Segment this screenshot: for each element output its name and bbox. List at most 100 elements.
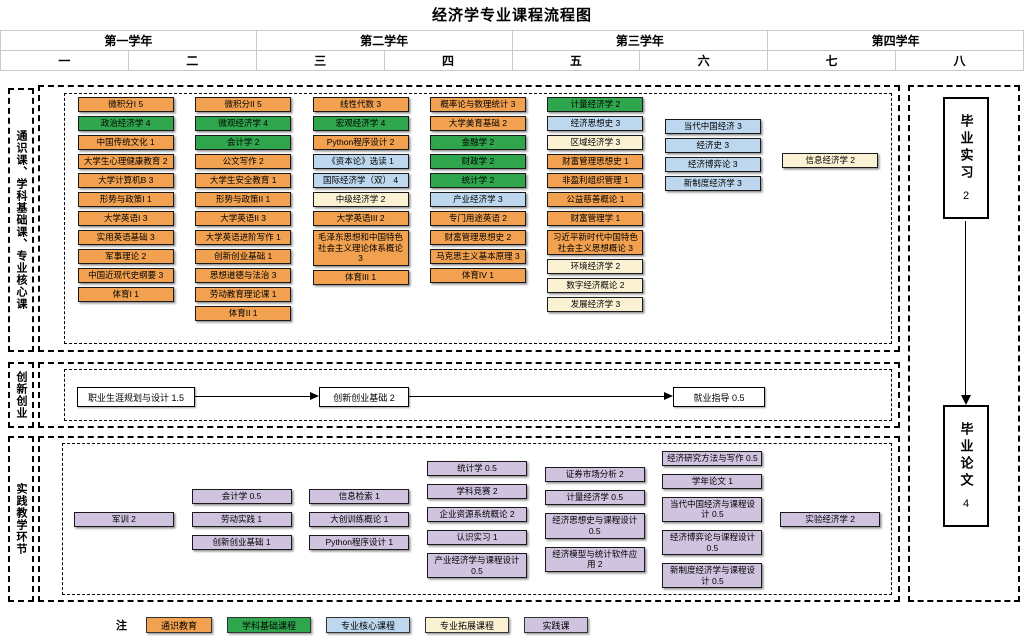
semester-cell: 五 [512,51,641,71]
course-box: 环境经济学 2 [547,259,644,275]
course-box: 体育III 1 [312,269,409,285]
practice-course-box: 军训 2 [73,512,174,527]
side-label-core-courses: 通识课、学科基础课、专业核心课 [8,88,34,352]
graduation-thesis-credit: 4 [962,498,970,510]
course-box: 形势与政策II 1 [195,192,292,207]
semester-cell: 一 [1,51,129,71]
practice-course-box: 企业资源系统概论 2 [427,506,528,522]
semester-column-4: 概率论与数理统计 3 大学美育基础 2 金融学 2 财政学 2 统计学 2 产业经济学 3… [419,97,536,341]
course-box: 财政学 2 [429,154,526,169]
course-box: 线性代数 3 [312,97,409,112]
course-box: 专门用途英语 2 [429,211,526,226]
legend-item: 专业核心课程 [326,617,411,633]
year-cell: 第三学年 [512,31,769,51]
down-arrow [960,221,971,405]
course-box: 统计学 2 [429,173,526,188]
legend-item: 实践课 [524,617,589,633]
year-row: 第一学年第二学年第三学年第四学年 [1,31,1024,51]
course-box: 微积分I 5 [77,97,174,112]
course-box: 公益慈善概论 1 [547,192,644,207]
course-box: 发展经济学 3 [547,297,644,313]
year-cell: 第二学年 [256,31,513,51]
flow-box-innovation-basics: 创新创业基础 2 [319,387,409,407]
course-box: 概率论与数理统计 3 [429,97,526,112]
graduation-section: 毕业实习 2 毕业论文 4 [908,85,1020,602]
course-box: 马克思主义基本原理 3 [429,249,526,264]
course-box: 产业经济学 3 [429,192,526,207]
course-box: 财富管理学 1 [547,211,644,226]
course-box: 公文写作 2 [195,154,292,169]
side-label-innovation: 创新创业 [8,362,34,428]
course-box: 中国近现代史纲要 3 [77,268,174,283]
course-box: 体育II 1 [195,306,292,321]
practice-course-box: 产业经济学与课程设计 0.5 [427,552,528,579]
semester-cell: 八 [896,51,1024,71]
practice-course-box: 信息检索 1 [309,489,410,504]
practice-course-box: 计量经济学 0.5 [544,490,645,506]
course-box: 中国传统文化 1 [77,135,174,150]
course-box: 经济博弈论 3 [664,157,761,172]
course-box: 经济史 3 [664,138,761,153]
semester-cell: 四 [384,51,513,71]
course-box: 当代中国经济 3 [664,119,761,134]
practice-column-7: 实验经济学 2 [771,447,889,592]
year-cell: 第四学年 [768,31,1024,51]
core-courses-inner-frame: 微积分I 5 政治经济学 4 中国传统文化 1 大学生心理健康教育 2 大学计算机B 3… [64,93,892,344]
course-box: 非盈利组织管理 1 [547,173,644,188]
practice-course-box: 会计学 0.5 [191,489,292,504]
semester-cell: 三 [256,51,385,71]
practice-course-box: 统计学 0.5 [427,460,528,476]
course-box: 区域经济学 3 [547,135,644,150]
flow-box-career-planning: 职业生涯规划与设计 1.5 [77,387,195,407]
course-box: 大学生心理健康教育 2 [77,154,174,169]
course-box: 计量经济学 2 [547,97,644,112]
course-box: 劳动教育理论课 1 [195,287,292,302]
year-cell: 第一学年 [1,31,257,51]
practice-column-1: 军训 2 [65,447,183,592]
course-box: Python程序设计 2 [312,135,409,150]
course-box: 实用英语基础 3 [77,230,174,245]
graduation-internship-credit: 2 [962,190,970,202]
graduation-internship-label: 毕业实习 [958,114,974,182]
core-courses: 微积分I 5 政治经济学 4 中国传统文化 1 大学生心理健康教育 2 大学计算机B 3… [67,97,889,341]
semester-cell: 七 [768,51,897,71]
course-box: 宏观经济学 4 [312,116,409,131]
practice-course-box: 经济模型与统计软件应用 2 [544,546,645,572]
legend-item: 专业拓展课程 [425,617,510,633]
calendar-header: 第一学年第二学年第三学年第四学年 一二三四五六七八 [0,30,1024,71]
course-box: 微积分II 5 [195,97,292,112]
course-box: 金融学 2 [429,135,526,150]
semester-row: 一二三四五六七八 [1,51,1024,71]
side-label-practice: 实践教学环节 [8,436,34,602]
course-box: 创新创业基础 1 [195,249,292,264]
course-box: 大学英语II 3 [195,211,292,226]
course-box: 大学美育基础 2 [429,116,526,131]
flow-box-career-guidance: 就业指导 0.5 [673,387,765,407]
practice-course-box: 经济研究方法与写作 0.5 [662,450,763,466]
flow-arrow-1 [195,392,319,400]
graduation-thesis-label: 毕业论文 [958,422,974,490]
legend-items: 通识教育学科基础课程专业核心课程专业拓展课程实践课 [146,617,589,633]
course-box: 政治经济学 4 [77,116,174,131]
course-box: 毛泽东思想和中国特色社会主义理论体系概论 3 [312,230,409,266]
course-box: 《资本论》选读 1 [312,154,409,169]
practice-course-box: 学科竞赛 2 [427,483,528,499]
semester-cell: 六 [640,51,769,71]
course-box: 军事理论 2 [77,249,174,264]
practice-course-box: 大创训练概论 1 [309,512,410,527]
practice-course-box: 经济博弈论与课程设计 0.5 [662,529,763,556]
page-title: 经济学专业课程流程图 [431,7,592,24]
practice-course-box: 学年论文 1 [662,473,763,489]
course-box: 大学英语I 3 [77,211,174,226]
flow-arrow-2 [409,392,673,400]
course-box: 大学计算机B 3 [77,173,174,188]
legend-item: 学科基础课程 [227,617,312,633]
